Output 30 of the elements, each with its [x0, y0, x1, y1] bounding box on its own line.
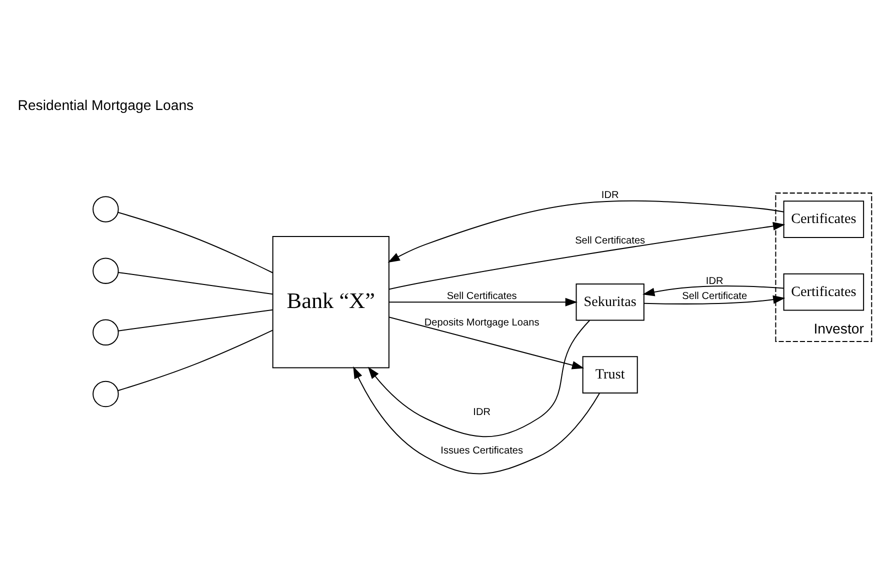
node-circle — [92, 380, 119, 407]
node-box: Certificates — [783, 200, 864, 238]
connector — [118, 271, 273, 294]
connector — [118, 329, 273, 391]
edge-label: IDR — [473, 406, 491, 418]
edge-label: IDR — [706, 275, 724, 286]
label: Residential Mortgage Loans — [18, 96, 194, 112]
arrow — [388, 200, 784, 262]
node-circle — [92, 196, 119, 222]
edge-label: Sell Certificates — [575, 235, 646, 246]
node-box: Bank “X” — [272, 235, 390, 368]
edge-label: IDR — [601, 190, 619, 201]
arrow — [642, 285, 784, 296]
node-box: Certificates — [783, 272, 864, 310]
arrow — [368, 320, 590, 437]
edge-label: Sell Certificates — [446, 290, 517, 302]
edge-label: Issues Certificates — [440, 445, 524, 456]
node-box: Trust — [582, 356, 638, 393]
edge-label: Deposits Mortgage Loans — [424, 316, 540, 328]
arrow — [353, 366, 600, 474]
arrow — [388, 222, 786, 290]
edge-label: Sell Certificate — [682, 290, 748, 302]
node-circle — [92, 257, 119, 284]
arrow — [388, 297, 578, 306]
node-box: Sekuritas — [576, 282, 644, 320]
arrow — [388, 316, 584, 369]
node-circle — [92, 318, 119, 346]
connector — [118, 308, 273, 331]
connector — [118, 211, 273, 273]
arrow — [644, 294, 786, 304]
